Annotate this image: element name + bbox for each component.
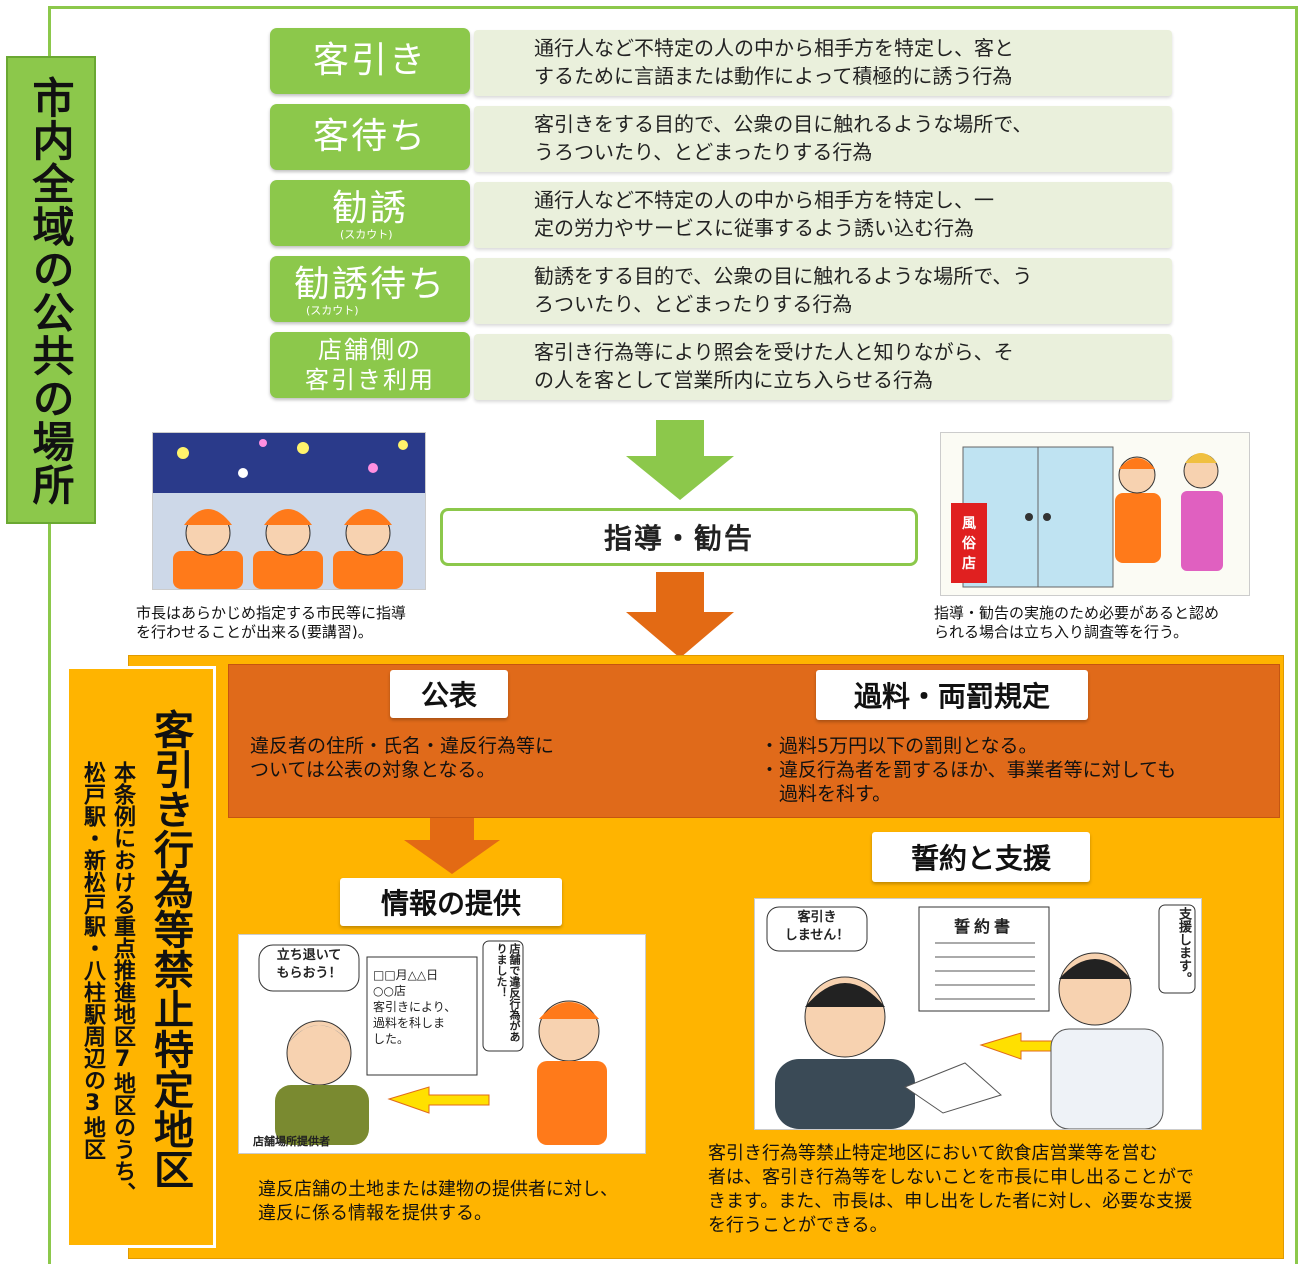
desc-line: ろついたり、とどまったりする行為 — [534, 292, 853, 316]
green-down-arrow — [626, 420, 734, 500]
publication-line: 違反者の住所・氏名・違反行為等に — [250, 735, 555, 757]
district-subtitle-line: 松戸駅・新松戸駅・八柱駅周辺の3地区 — [80, 761, 105, 1160]
pledge-caption-line: 客引き行為等禁止特定地区において飲食店営業等を営む — [708, 1143, 1158, 1164]
desc-line: の人を客として営業所内に立ち入らせる行為 — [534, 368, 933, 392]
term-kyakumachi: 客待ち — [270, 104, 470, 170]
outer-frame — [48, 6, 1298, 1264]
term-shop-use: 店舗側の 客引き利用 — [270, 332, 470, 398]
desc-line: 通行人など不特定の人の中から相手方を特定し、客と — [534, 36, 1014, 60]
district-subtitle: 本条例における重点推進地区7地区のうち、 松戸駅・新松戸駅・八柱駅周辺の3地区 — [77, 761, 137, 1245]
info-caption-line: 違反店舗の土地または建物の提供者に対し、 — [258, 1179, 618, 1200]
caption-left: 市長はあらかじめ指定する市民等に指導 を行わせることが出来る(要講習)。 — [136, 604, 496, 642]
bubble-line: もらおう！ — [276, 966, 342, 981]
term-label: 勧誘 — [331, 188, 408, 229]
publication-title: 公表 — [420, 679, 477, 712]
penalty-line: ・過料5万円以下の罰則となる。 — [760, 735, 1038, 757]
shop-sign-char: 風 — [962, 516, 976, 532]
desc-kyakuhiki: 通行人など不特定の人の中から相手方を特定し、客と するために言語または動作によっ… — [474, 30, 1172, 96]
info-caption-line: 違反に係る情報を提供する。 — [258, 1203, 492, 1224]
notice-line: した。 — [373, 1032, 410, 1046]
inspection-image: 風 俗 店 — [951, 446, 1223, 588]
pledge-title: 誓約と支援 — [910, 842, 1051, 875]
info-person-label: 店舗場所提供者 — [253, 1135, 330, 1148]
district-label-box: 客引き行為等禁止特定地区 本条例における重点推進地区7地区のうち、 松戸駅・新松… — [66, 666, 216, 1248]
orange-down-arrow — [626, 572, 734, 658]
term-kyakuhiki: 客引き — [270, 28, 470, 94]
info-tag: 情報の提供 — [340, 878, 562, 926]
patrol-image — [153, 433, 425, 589]
term-label-line: 店舗側の — [318, 336, 422, 364]
pledge-caption-line: を行うことができる。 — [708, 1215, 888, 1236]
pledge-caption: 客引き行為等禁止特定地区において飲食店営業等を営む 者は、客引き行為等をしないこ… — [708, 1142, 1194, 1238]
info-notice: □□月△△日 ○○店 客引きにより、 過料を科しま した。 — [373, 967, 477, 1047]
caption-right: 指導・勧告の実施のため必要があると認め られる場合は立ち入り調査等を行う。 — [934, 604, 1294, 642]
term-kanyumachi: 勧誘待ち (スカウト) — [270, 256, 470, 322]
desc-line: 客引きをする目的で、公衆の目に触れるような場所で、 — [534, 112, 1033, 136]
guidance-label: 指導・勧告 — [603, 522, 754, 555]
side-label-text: 市内全域の公共の場所 — [26, 76, 75, 506]
term-label: 客待ち — [312, 116, 427, 157]
notice-line: □□月△△日 — [373, 968, 439, 982]
desc-kanyumachi: 勧誘をする目的で、公衆の目に触れるような場所で、う ろついたり、とどまったりする… — [474, 258, 1172, 324]
notice-line: 過料を科しま — [373, 1016, 446, 1030]
bubble-line: 客引き — [797, 910, 837, 925]
term-label-line: 客引き利用 — [305, 366, 435, 394]
side-label: 市内全域の公共の場所 — [6, 56, 96, 524]
shop-sign-char: 俗 — [961, 535, 977, 552]
publication-tag: 公表 — [390, 670, 508, 718]
penalty-title: 過料・両罰規定 — [853, 680, 1050, 713]
publication-text: 違反者の住所・氏名・違反行為等に ついては公表の対象となる。 — [250, 734, 554, 782]
info-bubble-right: 店舗で違反行為がありました！ — [495, 943, 521, 1042]
bubble-line: しません！ — [784, 928, 850, 943]
term-label: 勧誘待ち — [293, 264, 446, 305]
pledge-caption-line: 者は、客引き行為等をしないことを市長に申し出ることがで — [708, 1167, 1194, 1188]
district-title: 客引き行為等禁止特定地区 — [147, 709, 193, 1189]
term-kanyu: 勧誘 (スカウト) — [270, 180, 470, 246]
pledge-bubble-right: 支援します。 — [1176, 907, 1191, 985]
pledge-image — [766, 904, 1196, 1129]
pledge-tag: 誓約と支援 — [872, 832, 1090, 882]
desc-kyakumachi: 客引きをする目的で、公衆の目に触れるような場所で、 うろついたり、とどまったりす… — [474, 106, 1172, 172]
caption-line: 指導・勧告の実施のため必要があると認め — [934, 604, 1220, 622]
publication-line: ついては公表の対象となる。 — [250, 759, 496, 781]
desc-line: するために言語または動作によって積極的に誘う行為 — [534, 64, 1013, 88]
term-sub: (スカウト) — [306, 304, 359, 317]
desc-line: 勧誘をする目的で、公衆の目に触れるような場所で、う — [534, 264, 1033, 288]
pledge-bubble-left: 客引き しません！ — [769, 909, 865, 945]
notice-line: 客引きにより、 — [373, 1000, 457, 1014]
penalty-line: ・違反行為者を罰するほか、事業者等に対しても — [760, 759, 1177, 781]
caption-line: を行わせることが出来る(要講習)。 — [136, 623, 373, 641]
term-sub: (スカウト) — [340, 228, 393, 241]
penalty-tag: 過料・両罰規定 — [816, 670, 1088, 720]
pledge-doc-title: 誓約書 — [953, 917, 1014, 936]
penalty-line: 過料を科す。 — [760, 783, 892, 805]
desc-line: 通行人など不特定の人の中から相手方を特定し、一 — [534, 188, 994, 212]
term-label: 客引き — [312, 40, 427, 81]
caption-line: られる場合は立ち入り調査等を行う。 — [934, 623, 1189, 641]
info-caption: 違反店舗の土地または建物の提供者に対し、 違反に係る情報を提供する。 — [258, 1178, 618, 1226]
patrol-illustration — [152, 432, 426, 590]
inspection-illustration: 風 俗 店 — [940, 432, 1250, 596]
bubble-line: 立ち退いて — [276, 948, 342, 963]
desc-line: うろついたり、とどまったりする行為 — [534, 140, 873, 164]
info-image — [258, 940, 607, 1145]
district-subtitle-line: 本条例における重点推進地区7地区のうち、 — [110, 761, 135, 1204]
orange-small-arrow — [404, 818, 500, 874]
desc-kanyu: 通行人など不特定の人の中から相手方を特定し、一 定の労力やサービスに従事するよう… — [474, 182, 1172, 248]
guidance-box: 指導・勧告 — [440, 508, 918, 566]
desc-line: 客引き行為等により照会を受けた人と知りながら、そ — [534, 340, 1014, 364]
info-title: 情報の提供 — [380, 887, 521, 920]
caption-line: 市長はあらかじめ指定する市民等に指導 — [136, 604, 407, 622]
shop-sign-char: 店 — [962, 555, 976, 572]
info-bubble-left: 立ち退いて もらおう！ — [261, 947, 357, 983]
pledge-illustration: 客引き しません！ 誓約書 支援します。 — [754, 898, 1202, 1130]
desc-shop-use: 客引き行為等により照会を受けた人と知りながら、そ の人を客として営業所内に立ち入… — [474, 334, 1172, 400]
pledge-caption-line: きます。また、市長は、申し出をした者に対し、必要な支援 — [708, 1191, 1193, 1212]
notice-line: ○○店 — [373, 984, 406, 998]
desc-line: 定の労力やサービスに従事するよう誘い込む行為 — [534, 216, 974, 240]
info-illustration: 立ち退いて もらおう！ □□月△△日 ○○店 客引きにより、 過料を科しま した… — [238, 934, 646, 1154]
penalty-text: ・過料5万円以下の罰則となる。 ・違反行為者を罰するほか、事業者等に対しても 過… — [760, 734, 1176, 806]
